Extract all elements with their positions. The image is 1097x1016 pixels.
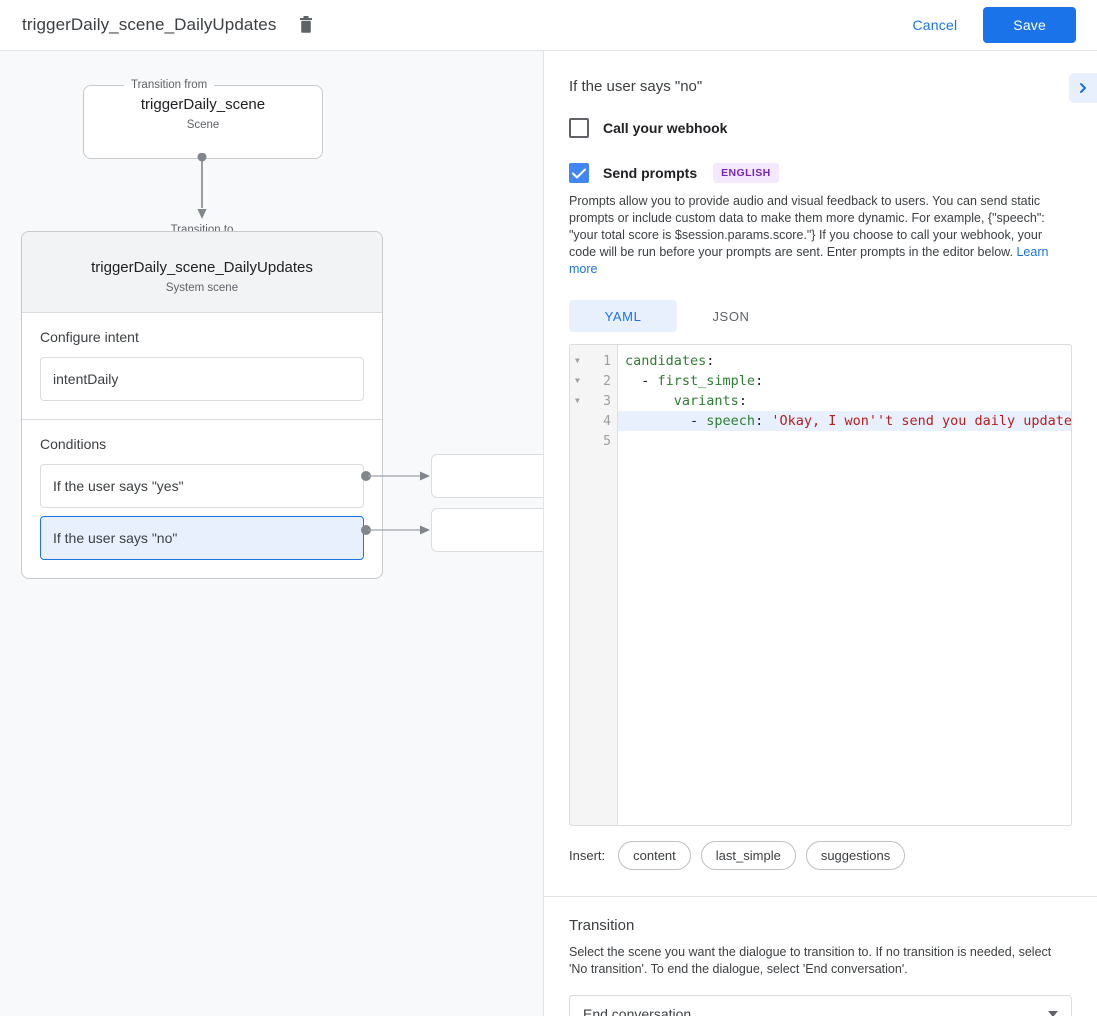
format-tabs: YAML JSON [569,300,1072,332]
line-number: 2 [603,373,611,389]
insert-chip-content[interactable]: content [618,841,691,870]
condition-item-no[interactable]: If the user says "no" [40,516,364,560]
panel-divider [544,896,1097,897]
code-token: - [625,413,707,429]
editor-line-number: ▼3 [570,391,617,411]
line-number: 5 [603,433,611,449]
condition-item-yes[interactable]: If the user says "yes" [40,464,364,508]
chevron-down-icon [1048,1011,1058,1016]
editor-line-number: 4 [570,411,617,431]
from-node-name: triggerDaily_scene [140,96,266,113]
line-number: 3 [603,393,611,409]
insert-row: Insert: content last_simple suggestions [569,841,1072,870]
details-panel: If the user says "no" Call your webhook … [543,51,1097,1016]
to-node-type: System scene [165,282,239,294]
transition-title: Transition [569,917,635,934]
fold-triangle-icon[interactable]: ▼ [575,376,580,385]
to-node-name: triggerDaily_scene_DailyUpdates [91,259,313,276]
editor-line-number: ▼2 [570,371,617,391]
transition-description: Select the scene you want the dialogue t… [569,945,1052,976]
call-webhook-label: Call your webhook [603,120,728,136]
code-token: variants [673,393,739,409]
editor-code-line[interactable]: - speech: 'Okay, I won''t send you daily… [618,411,1071,431]
page-title: triggerDaily_scene_DailyUpdates [22,15,277,34]
line-number: 1 [603,353,611,369]
learn-more-link[interactable]: Learn more [569,245,1049,276]
transition-from-legend: Transition from [131,79,208,91]
transition-section: Transition Select the scene you want the… [544,897,1097,1016]
language-badge: ENGLISH [713,163,779,183]
transition-to-node[interactable]: triggerDaily_scene_DailyUpdates System s… [21,231,383,579]
code-token: candidates [625,353,707,369]
fold-triangle-icon[interactable]: ▼ [575,356,580,365]
editor-code-line[interactable]: candidates: [618,351,1071,371]
from-node-type: Scene [186,119,220,131]
trash-icon [300,16,313,33]
prompts-description: Prompts allow you to provide audio and v… [569,193,1072,278]
line-number: 4 [603,413,611,429]
transition-select-value: End conversation [583,1006,692,1016]
tab-json[interactable]: JSON [677,300,785,332]
conditions-label: Conditions [40,436,107,452]
code-token [625,393,674,409]
delete-button[interactable] [292,11,320,39]
code-token: : [755,373,764,389]
target-node-stub-1[interactable] [431,454,543,498]
transition-from-node[interactable]: Transition from triggerDaily_scene Scene [83,79,323,159]
flow-connector [197,153,207,219]
editor-code-line[interactable]: - first_simple: [618,371,1071,391]
conditions-section: Conditions If the user says "yes" If the… [22,419,382,578]
graph-canvas[interactable]: Transition from triggerDaily_scene Scene… [0,51,543,1016]
transition-select[interactable]: End conversation [569,995,1072,1016]
panel-title: If the user says "no" [569,78,703,95]
configure-intent-label: Configure intent [40,329,139,345]
top-bar: triggerDaily_scene_DailyUpdates Cancel S… [0,0,1097,51]
send-prompts-row[interactable]: Send prompts ENGLISH [569,163,1072,183]
editor-code-line[interactable]: variants: [618,391,1071,411]
editor-line-number: ▼1 [570,351,617,371]
tab-yaml[interactable]: YAML [569,300,677,332]
cancel-button[interactable]: Cancel [899,8,972,42]
code-token: : [755,413,772,429]
intent-field[interactable]: intentDaily [40,357,364,401]
configure-intent-section: Configure intent intentDaily [22,313,382,419]
editor-line-number: 5 [570,431,617,451]
collapse-panel-button[interactable] [1069,73,1097,103]
code-token: 'Okay, I won''t send you daily update [771,413,1071,429]
insert-chip-suggestions[interactable]: suggestions [805,841,906,870]
code-token: first_simple [657,373,756,389]
chevron-right-icon [1080,83,1086,93]
code-token: : [706,353,715,369]
webhook-row[interactable]: Call your webhook [569,118,1072,138]
top-bar-actions: Cancel Save [899,7,1076,43]
panel-main: If the user says "no" Call your webhook … [544,51,1097,870]
checkmark-icon [572,168,586,178]
code-token: speech [706,413,756,429]
code-token: : [738,393,747,409]
prompts-description-text: Prompts allow you to provide audio and v… [569,194,1045,259]
insert-label: Insert: [569,848,606,863]
target-node-stub-2[interactable] [431,508,543,552]
fold-triangle-icon[interactable]: ▼ [575,396,580,405]
editor-code[interactable]: candidates: - first_simple: variants: - … [618,345,1071,825]
call-webhook-checkbox[interactable] [569,118,589,138]
send-prompts-label: Send prompts [603,165,698,181]
send-prompts-checkbox[interactable] [569,163,589,183]
code-token: - [625,373,658,389]
to-node-header: triggerDaily_scene_DailyUpdates System s… [22,232,382,313]
insert-chip-last-simple[interactable]: last_simple [700,841,796,870]
save-button[interactable]: Save [983,7,1076,43]
editor-code-line[interactable] [618,431,1071,451]
